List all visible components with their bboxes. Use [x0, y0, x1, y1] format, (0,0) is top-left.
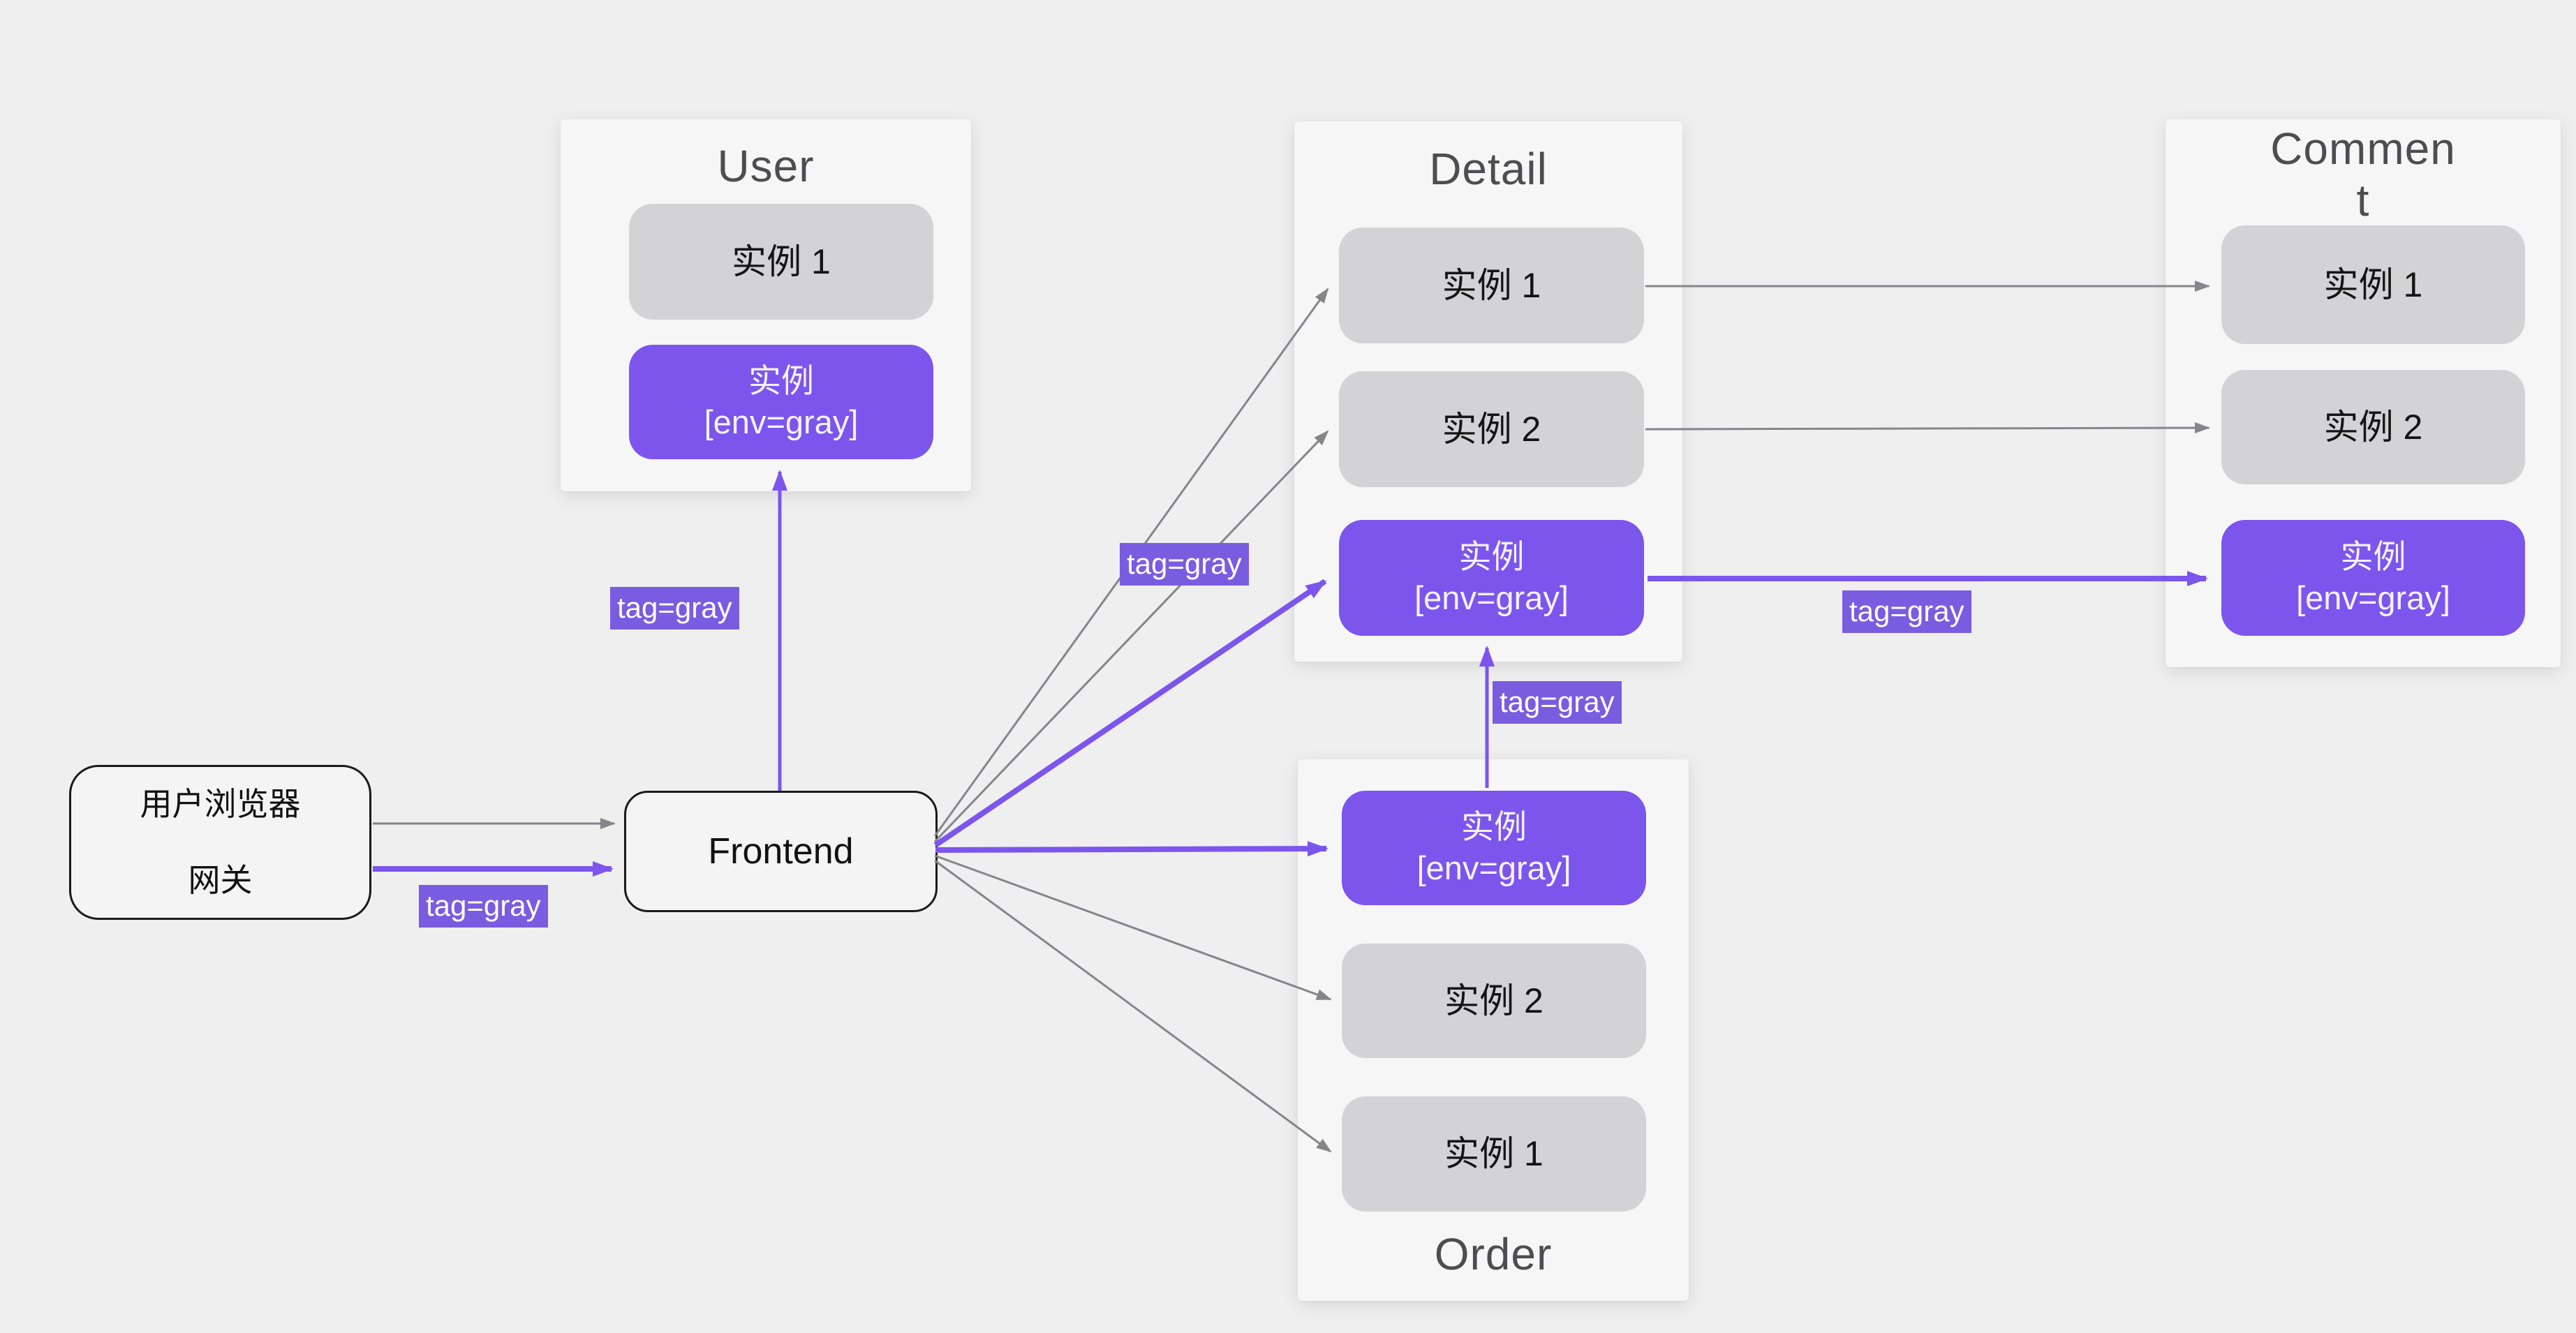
instance-label: 实例 1: [1444, 1134, 1544, 1174]
order-instance-1: 实例 1: [1342, 1096, 1646, 1212]
user-instance-1: 实例 1: [629, 204, 933, 320]
gateway-line2: 网关: [188, 861, 253, 898]
instance-sublabel: [env=gray]: [704, 403, 859, 440]
frontend-label: Frontend: [708, 831, 854, 872]
edge-frontend-detail2: [933, 430, 1329, 843]
instance-label: 实例 2: [1442, 409, 1541, 449]
panel-user: User 实例 1 实例 [env=gray]: [561, 119, 971, 491]
gateway-line1: 用户浏览器: [140, 786, 301, 822]
comment-instance-gray-env: 实例 [env=gray]: [2221, 520, 2525, 636]
panel-order-title: Order: [1434, 1229, 1553, 1279]
comment-instance-1: 实例 1: [2221, 225, 2525, 344]
instance-label: 实例 2: [2323, 407, 2423, 447]
tag-label-detail-comment: tag=gray: [1842, 590, 1971, 633]
instance-label: 实例 1: [732, 241, 831, 281]
edge-frontend-detail-gray: [933, 579, 1327, 848]
edge-frontend-order-gray: [935, 841, 1328, 857]
instance-label: 实例: [748, 362, 814, 400]
panel-order: Order 实例 [env=gray] 实例 2 实例 1: [1298, 759, 1689, 1301]
instance-label: 实例: [2340, 538, 2406, 576]
panel-comment-title: Comment: [2270, 124, 2456, 226]
instance-label: 实例 2: [1444, 981, 1544, 1020]
order-instance-gray-env: 实例 [env=gray]: [1342, 791, 1646, 905]
edge-frontend-order2: [934, 854, 1332, 1001]
instance-label: 实例 1: [2323, 265, 2423, 304]
frontend-node: Frontend: [624, 791, 938, 912]
tag-label-frontend-user: tag=gray: [610, 587, 739, 630]
comment-instance-2: 实例 2: [2221, 370, 2525, 484]
instance-label: 实例 1: [1442, 265, 1541, 305]
panel-user-title: User: [717, 141, 815, 191]
panel-comment: Comment 实例 1 实例 2 实例 [env=gray]: [2166, 119, 2561, 667]
detail-instance-2: 实例 2: [1339, 371, 1644, 487]
detail-instance-gray-env: 实例 [env=gray]: [1339, 520, 1644, 636]
instance-sublabel: [env=gray]: [1414, 579, 1569, 616]
edge-frontend-order1: [934, 859, 1332, 1153]
tag-label-frontend-detail: tag=gray: [1120, 543, 1249, 586]
instance-label: 实例: [1461, 808, 1527, 846]
order-instance-2: 实例 2: [1342, 944, 1646, 1058]
user-instance-gray-env: 实例 [env=gray]: [629, 345, 933, 459]
tag-label-order-detail: tag=gray: [1493, 681, 1622, 724]
panel-detail-title: Detail: [1429, 144, 1548, 194]
detail-instance-1: 实例 1: [1339, 228, 1644, 343]
gateway-node: 用户浏览器 网关: [69, 765, 371, 920]
instance-label: 实例: [1458, 538, 1525, 576]
instance-sublabel: [env=gray]: [2296, 579, 2450, 616]
tag-label-gateway-frontend: tag=gray: [419, 885, 548, 928]
instance-sublabel: [env=gray]: [1416, 849, 1571, 886]
edge-detail2-comment2: [1645, 422, 2210, 434]
panel-detail: Detail 实例 1 实例 2 实例 [env=gray]: [1294, 121, 1682, 662]
